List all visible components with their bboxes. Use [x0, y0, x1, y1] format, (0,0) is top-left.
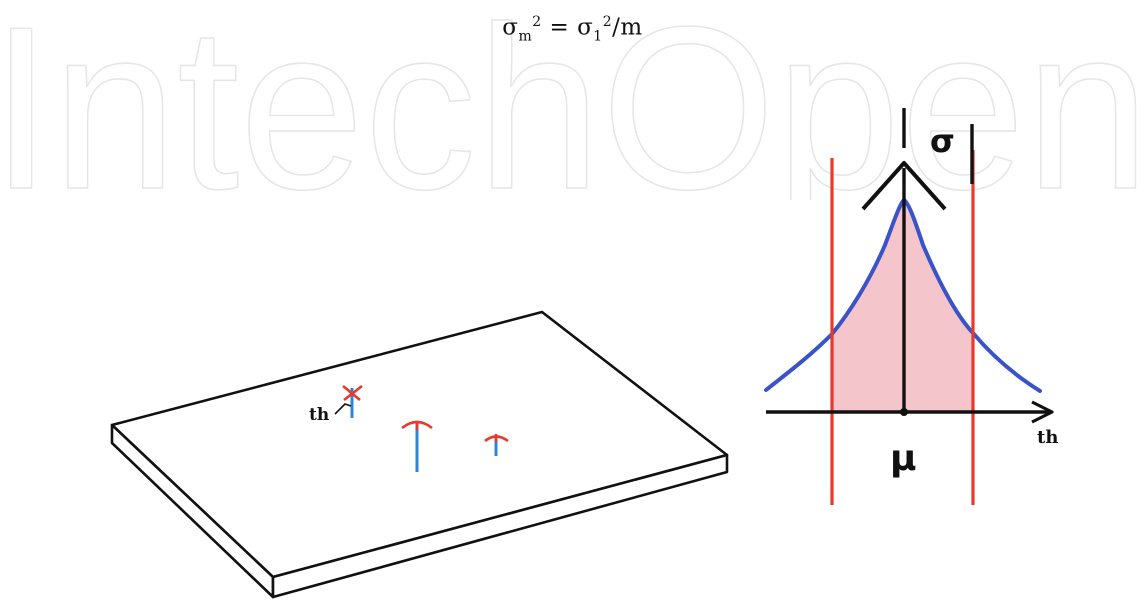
formula-sigma-1: σ: [577, 14, 594, 41]
variance-formula: σm2 = σ12/m: [0, 14, 1145, 44]
sensor-3: [484, 434, 509, 456]
formula-sigma: σ: [502, 14, 519, 41]
sensor-2: [401, 420, 433, 472]
formula-m: m: [620, 14, 643, 41]
mu-label: μ: [890, 438, 917, 479]
th-axis-arrowhead: [1031, 400, 1054, 424]
formula-square-2: 2: [602, 14, 613, 30]
th-axis-label: th: [1037, 427, 1058, 448]
formula-m-sub: m: [518, 28, 533, 45]
watermark-text: IntechOpen: [0, 0, 1145, 200]
plate: [110, 310, 729, 599]
watermark: IntechOpen: [0, 0, 1145, 200]
sensor-1: [342, 384, 363, 418]
distribution-chart: σ μ th: [764, 108, 1058, 505]
sigma-label: σ: [930, 122, 955, 160]
formula-equals: =: [541, 14, 578, 41]
formula-one-sub: 1: [593, 28, 603, 45]
plate-th-label: th: [309, 405, 329, 425]
plate-side-face: [271, 453, 729, 599]
formula-slash: /: [612, 14, 621, 41]
formula-square: 2: [532, 14, 542, 30]
mean-point: [900, 408, 908, 416]
th-leader-line: [334, 403, 352, 415]
sigma-chevron: [861, 161, 947, 211]
